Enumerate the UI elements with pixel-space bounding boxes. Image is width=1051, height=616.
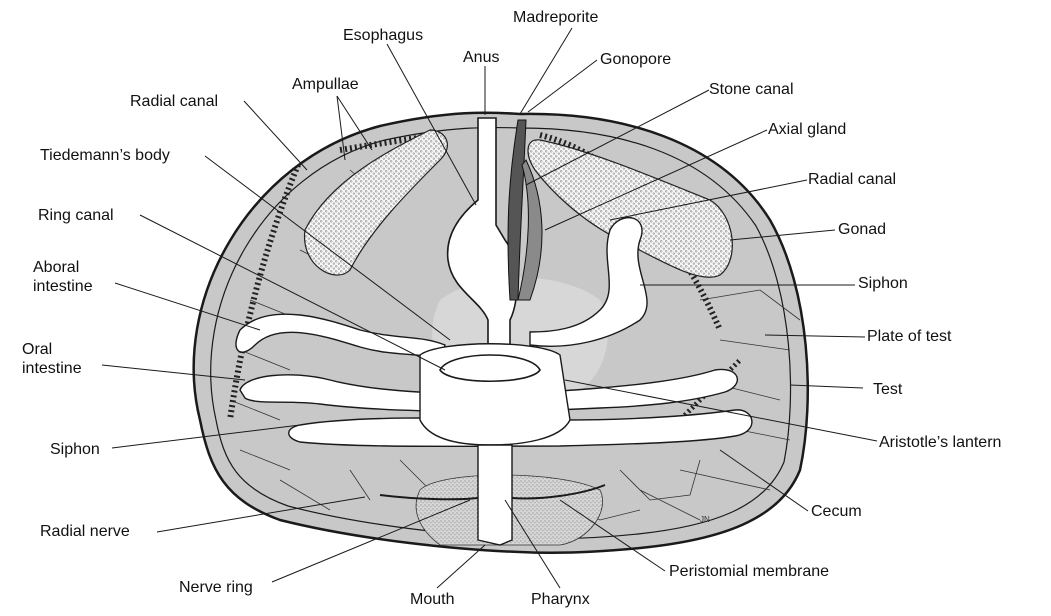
label-siphon-left: Siphon xyxy=(50,441,100,458)
label-tiedemanns-body: Tiedemann’s body xyxy=(40,147,170,164)
axial-gland xyxy=(517,159,543,301)
label-aboral-intestine: Aboral intestine xyxy=(33,259,93,295)
label-plate-of-test: Plate of test xyxy=(867,328,952,345)
label-madreporite: Madreporite xyxy=(513,9,599,26)
label-pharynx: Pharynx xyxy=(531,591,590,608)
label-test: Test xyxy=(873,381,903,398)
pharynx xyxy=(477,444,513,546)
label-ampullae: Ampullae xyxy=(292,76,359,93)
label-anus: Anus xyxy=(463,49,500,66)
oral-intestine xyxy=(239,368,738,412)
gonad-right xyxy=(527,139,733,278)
label-axial-gland: Axial gland xyxy=(768,121,847,138)
label-cecum: Cecum xyxy=(811,503,862,520)
label-gonopore: Gonopore xyxy=(600,51,672,68)
label-ring-canal: Ring canal xyxy=(38,207,114,224)
gonad-left xyxy=(304,129,448,276)
artist-signature: JN xyxy=(700,515,710,524)
label-radial-canal-left: Radial canal xyxy=(130,93,219,110)
aristotles-lantern xyxy=(419,343,571,446)
leader-lines xyxy=(101,27,878,589)
label-gonad: Gonad xyxy=(838,221,887,238)
label-oral-intestine: Oral intestine xyxy=(22,341,82,377)
label-nerve-ring: Nerve ring xyxy=(179,579,253,596)
radial-nerve-path xyxy=(379,484,606,501)
ring-canal xyxy=(439,354,541,382)
label-aristotles-lantern: Aristotle’s lantern xyxy=(879,434,1002,451)
label-radial-nerve: Radial nerve xyxy=(40,523,130,540)
label-siphon-right: Siphon xyxy=(858,275,908,292)
label-radial-canal-right: Radial canal xyxy=(808,171,897,188)
label-peristomial-membrane: Peristomial membrane xyxy=(669,563,830,580)
label-esophagus: Esophagus xyxy=(343,27,424,44)
label-mouth: Mouth xyxy=(410,591,455,608)
aboral-intestine-right xyxy=(529,217,648,347)
label-stone-canal: Stone canal xyxy=(709,81,794,98)
